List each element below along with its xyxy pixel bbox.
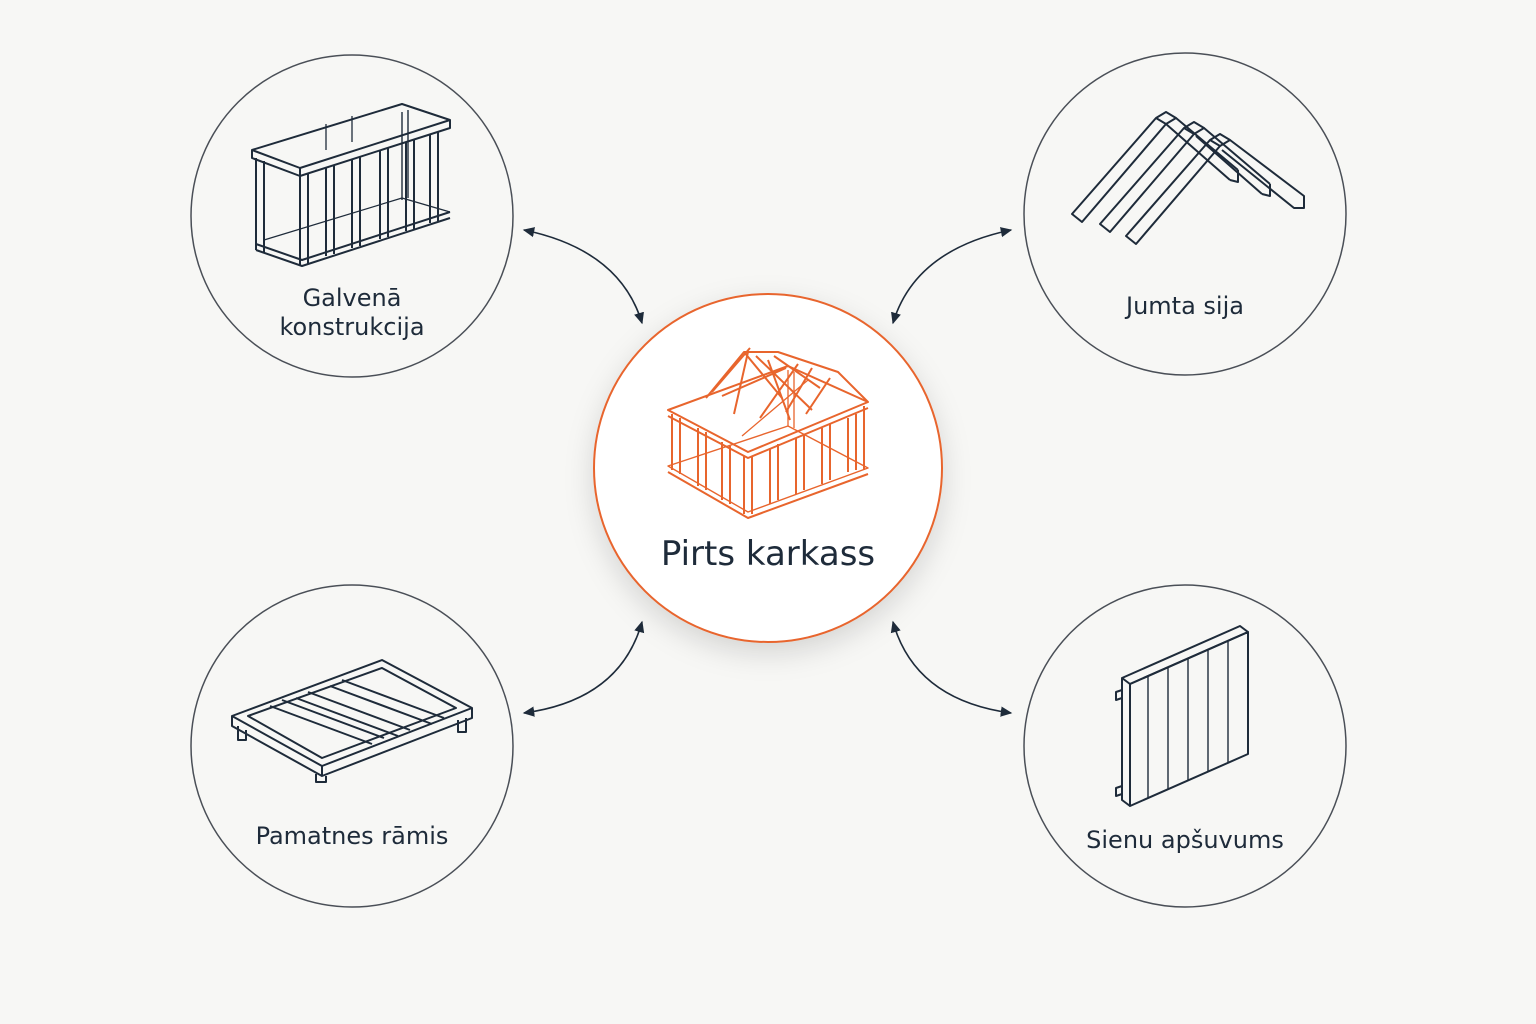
wall-frame-icon — [251, 103, 451, 267]
node-label-line: Sienu apšuvums — [1086, 826, 1284, 854]
connector-main-structure — [522, 227, 644, 325]
floor-frame-icon — [231, 659, 473, 783]
connector-wall-cladding — [890, 620, 1013, 717]
cladding-panel-icon — [1115, 625, 1249, 807]
node-label-base-frame: Pamatnes rāmis — [222, 822, 482, 851]
node-label-line: Galvenā — [302, 284, 402, 312]
node-label-main-structure: Galvenā konstrukcija — [222, 284, 482, 342]
node-label-line: konstrukcija — [279, 313, 425, 341]
roof-rafters-icon — [1071, 111, 1305, 245]
node-circle-roof-beam — [1023, 52, 1347, 376]
connector-base-frame — [522, 620, 645, 717]
sauna-frame-icon — [667, 347, 869, 519]
center-circle — [593, 293, 943, 643]
node-label-line: Pamatnes rāmis — [255, 822, 449, 850]
center-label: Pirts karkass — [660, 534, 876, 574]
node-circle-wall-cladding — [1023, 584, 1347, 908]
node-label-line: Jumta sija — [1126, 292, 1244, 320]
connector-roof-beam — [891, 227, 1013, 325]
node-label-roof-beam: Jumta sija — [1055, 292, 1315, 321]
node-label-wall-cladding: Sienu apšuvums — [1055, 826, 1315, 855]
